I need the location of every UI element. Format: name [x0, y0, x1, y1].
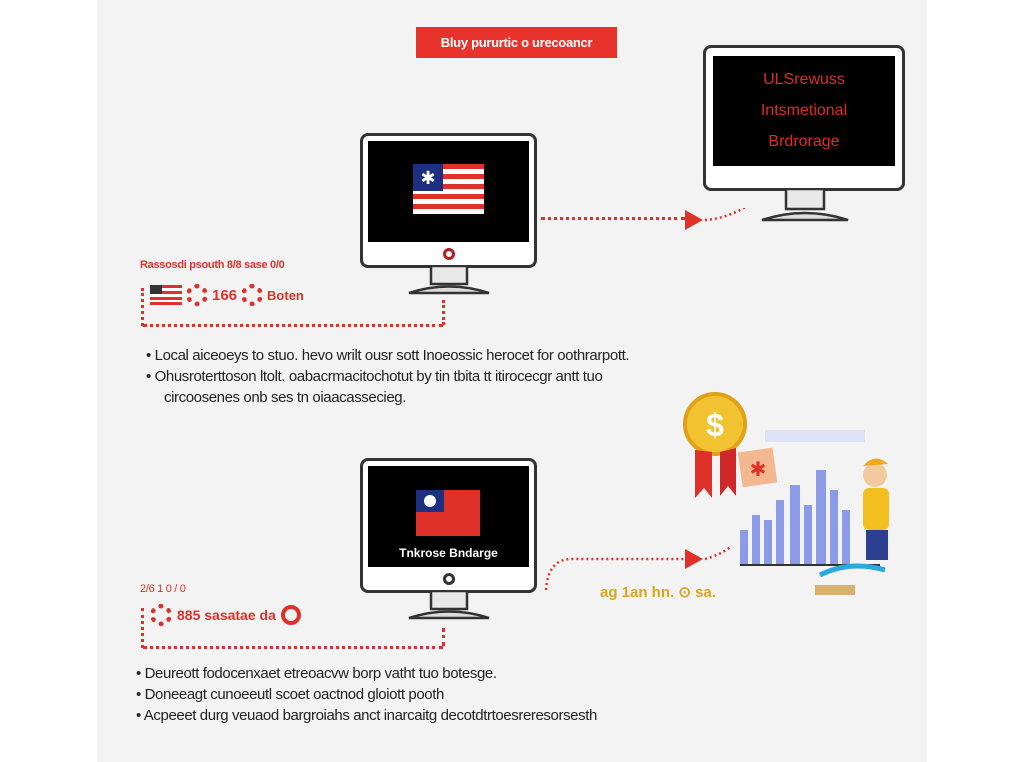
- svg-text:✱: ✱: [420, 168, 435, 188]
- monitor-stand: [408, 266, 490, 295]
- source-monitor: ✱: [360, 133, 537, 268]
- coin-icon: [150, 604, 172, 626]
- coin-medal-icon: [683, 392, 747, 456]
- document-icon: [737, 447, 778, 488]
- screen-line: Intsmetional: [760, 102, 848, 119]
- title-banner: Bluy pururtic o urecoancr: [416, 27, 617, 58]
- bullet-item: • Ohusroterttoson ltolt. oabacrmacitocho…: [146, 368, 603, 385]
- screen-line: ULSrewuss: [763, 71, 845, 88]
- us-flag-icon: [150, 285, 182, 305]
- monitor-stand: [408, 591, 490, 620]
- section1-label: Rassosdi psouth 8/8 sase 0/0: [140, 259, 285, 271]
- flow-arrow: [544, 544, 733, 591]
- section1-bullets: • Local aiceoeys to stuo. hevo wrilt ous…: [146, 345, 766, 408]
- bar-chart-icon: [740, 470, 850, 565]
- finance-illustration: $ ✱: [683, 392, 889, 595]
- connector-line: [143, 646, 443, 649]
- coin-icon: [280, 605, 301, 625]
- monitor-screen: ULSrewuss Intsmetional Brdrorage: [713, 56, 895, 166]
- monitor-screen: ✱: [368, 141, 529, 242]
- screen-text: Tnkrose Bndarge: [399, 546, 498, 560]
- person-icon: [863, 458, 889, 560]
- destination-monitor: ULSrewuss Intsmetional Brdrorage: [703, 45, 905, 191]
- svg-text:$: $: [706, 407, 724, 443]
- bullet-item: circoosenes onb ses tn oiaacassecieg.: [164, 389, 407, 406]
- monitor-stand: [761, 189, 849, 222]
- bullet-item: • Deureott fodocenxaet etreoacvw borp va…: [136, 665, 497, 682]
- power-button-icon: [443, 573, 455, 585]
- currency-label: Boten: [267, 287, 304, 303]
- bullet-item: • Acpeeet durg veuaod bargroiahs anct in…: [136, 707, 597, 724]
- connector-line: [141, 608, 144, 648]
- target-monitor: Tnkrose Bndarge: [360, 458, 537, 593]
- connector-line: [141, 288, 144, 326]
- coin-icon: [241, 284, 264, 306]
- section2-amount-row: 885 sasatae da: [150, 604, 301, 626]
- section1-amount-row: 166 Boten: [150, 284, 304, 306]
- svg-text:✱: ✱: [750, 459, 767, 481]
- us-flag-icon: ✱: [413, 164, 484, 214]
- screen-line: Brdrorage: [768, 133, 840, 150]
- gold-amount-text: ag 1an hn. ⊙ sa.: [600, 584, 716, 601]
- amount-value: 166: [212, 286, 238, 304]
- connector-line: [442, 300, 445, 325]
- bullet-item: • Doneeagt cunoeeutl scoet oactnod gloio…: [136, 686, 444, 703]
- connector-line: [442, 628, 445, 646]
- monitor-screen: Tnkrose Bndarge: [368, 466, 529, 567]
- coin-icon: [186, 284, 208, 306]
- power-button-icon: [443, 248, 455, 260]
- section2-label: 2/6 1 0 / 0: [140, 583, 186, 595]
- bullet-item: • Local aiceoeys to stuo. hevo wrilt ous…: [146, 347, 630, 364]
- flow-arrow-line: [541, 217, 685, 220]
- arrow-head-icon: [685, 208, 747, 230]
- amount-text: 885 sasatae da: [177, 607, 276, 623]
- taiwan-flag-icon: [416, 490, 480, 536]
- connector-line: [143, 324, 443, 327]
- section2-bullets: • Deureott fodocenxaet etreoacvw borp va…: [136, 663, 756, 726]
